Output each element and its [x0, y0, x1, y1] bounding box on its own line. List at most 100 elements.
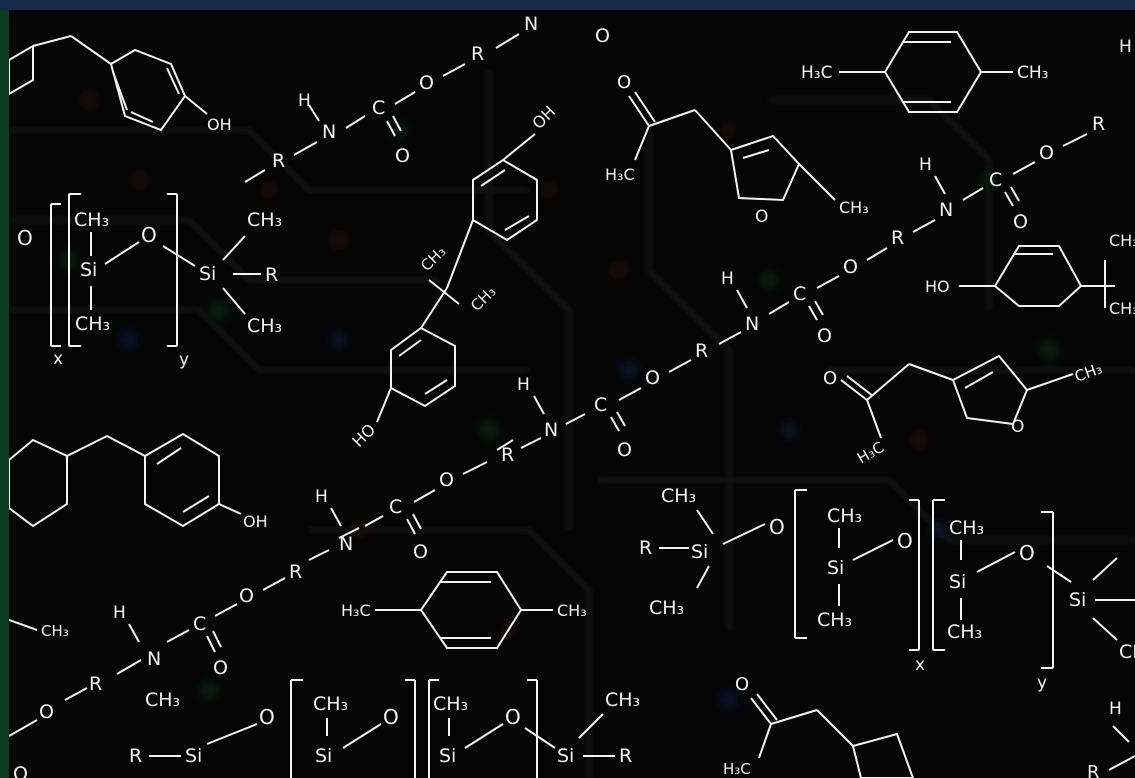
ch3-label-9: CH₃ [1109, 231, 1135, 250]
h-label-3: H [721, 269, 734, 289]
siloxane-upper-left: O CH₃ Si CH₃ O [17, 193, 282, 370]
c-label-2: C [594, 394, 607, 416]
chemistry-pcb-scene: OH R N H C O O [9, 10, 1135, 778]
r-label-4: R [501, 444, 514, 466]
o-label-23: O [1019, 541, 1035, 565]
ch3-label-23: CH₃ [433, 693, 468, 715]
r-label-3: R [265, 264, 278, 286]
ch3-label-2: CH₃ [75, 313, 110, 335]
furan-ketone-upper-middle: O H₃C O CH₃ [605, 72, 869, 227]
urethane-chain-lower-left: H N C O O R O C [9, 461, 488, 737]
o-label-22: O [897, 529, 913, 553]
n-label-4: N [745, 313, 759, 335]
oh-label-3: OH [243, 512, 268, 531]
h-label-4: H [919, 155, 932, 175]
r-label-10: R [639, 537, 652, 559]
o-label-2: O [419, 72, 434, 94]
top-border [0, 0, 1135, 10]
r-label-6: R [891, 227, 904, 249]
ch3-label-10: CH₃ [1109, 299, 1135, 318]
o-label-9: O [843, 256, 858, 278]
h3c-label-1: H₃C [801, 63, 832, 83]
n-label-6: N [339, 533, 353, 555]
h3c-label-5: H₃C [723, 760, 751, 778]
o-label-20: O [39, 701, 54, 723]
r-label-9: R [89, 673, 102, 695]
h-label-6: H [113, 603, 126, 623]
o-label-3: O [595, 25, 610, 47]
o-label-19: O [213, 657, 228, 679]
si-label-7: Si [185, 745, 202, 767]
o-label-10: O [1013, 211, 1028, 233]
o-label-24: O [259, 705, 275, 729]
r-label-8: R [289, 561, 302, 583]
o-label-6: O [617, 439, 632, 461]
si-label-2: Si [199, 263, 216, 285]
siloxane-bottom: CH₃ R Si O CH₃ Si O [129, 679, 640, 778]
r-label-11: R [129, 745, 142, 767]
ch3-label-12: CH₃ [41, 622, 69, 640]
o-label-17: O [439, 469, 454, 491]
ch3-label-13: CH₃ [557, 601, 587, 620]
c-label-3: C [793, 283, 806, 305]
o-label-28: O [13, 763, 28, 778]
si-label-10: Si [557, 745, 574, 767]
si-label-1: Si [80, 259, 97, 281]
o-label-16: O [413, 541, 428, 563]
o-label-27: O [735, 674, 749, 695]
ch3-label-21: CH₃ [145, 689, 180, 711]
si-label-5: Si [949, 571, 966, 593]
h3c-label-2: H₃C [605, 165, 635, 184]
r-label-12: R [619, 745, 632, 767]
o-label-11: O [1039, 142, 1054, 164]
r-label-5: R [695, 340, 708, 362]
o-label-4: O [17, 226, 33, 250]
oh-label-1: OH [207, 115, 232, 134]
x-label-1: x [53, 349, 63, 369]
si-label-6: Si [1069, 589, 1086, 611]
o-label-12: O [617, 72, 631, 93]
ch3-label-15: CH₃ [649, 597, 684, 619]
siloxane-lower-right: CH₃ R Si CH₃ O CH₃ Si CH₃ [639, 485, 1135, 693]
phenol-lower-left: OH [9, 432, 268, 531]
ch3-label-8: CH₃ [839, 198, 869, 217]
o-label-14: O [823, 368, 837, 389]
phenol-fragment-upper-left: OH [9, 35, 232, 134]
o-label-21: O [769, 515, 785, 539]
ch3-label-3: CH₃ [247, 209, 282, 231]
h-label-8: H [1109, 699, 1122, 719]
ch3-label-14: CH₃ [661, 485, 696, 507]
n-label-2: N [524, 13, 538, 35]
right-edge-fragments: H H R O [13, 37, 1135, 778]
furan-ketone-bottom-right: O H₃C [723, 674, 915, 778]
toluene-lower: H₃C CH₃ [341, 571, 587, 649]
si-label-9: Si [439, 745, 456, 767]
ch3-label-24: CH₃ [605, 689, 640, 711]
c-label-5: C [389, 496, 402, 518]
n-label-5: N [939, 199, 953, 221]
h-label-7: H [1119, 37, 1132, 57]
h3c-label-4: H₃C [341, 601, 371, 620]
h-label-1: H [298, 91, 311, 111]
o-label-5: O [141, 223, 157, 247]
c-label-4: C [989, 169, 1002, 191]
c-label-1: C [372, 97, 385, 119]
h-label-5: H [315, 487, 328, 507]
ho-label-2: HO [925, 277, 950, 296]
c-label-6: C [193, 613, 206, 635]
o-label-26: O [505, 705, 521, 729]
si-label-4: Si [827, 557, 844, 579]
n-label-3: N [544, 419, 558, 441]
ch3-label-20: CH₃ [1119, 641, 1135, 663]
o-label-15: O [1011, 417, 1024, 437]
urethane-chain-top-left: R N H C O O R N O [244, 13, 610, 183]
ch3-label-4: CH₃ [247, 315, 282, 337]
y-label-1: y [179, 350, 189, 370]
phenol-right: HO CH₃ CH₃ [925, 231, 1135, 318]
si-label-8: Si [315, 745, 332, 767]
r-label-7: R [1092, 113, 1105, 135]
y-label-2: y [1037, 673, 1047, 693]
o-label-13: O [755, 207, 768, 227]
ch3-label-16: CH₃ [827, 505, 862, 527]
